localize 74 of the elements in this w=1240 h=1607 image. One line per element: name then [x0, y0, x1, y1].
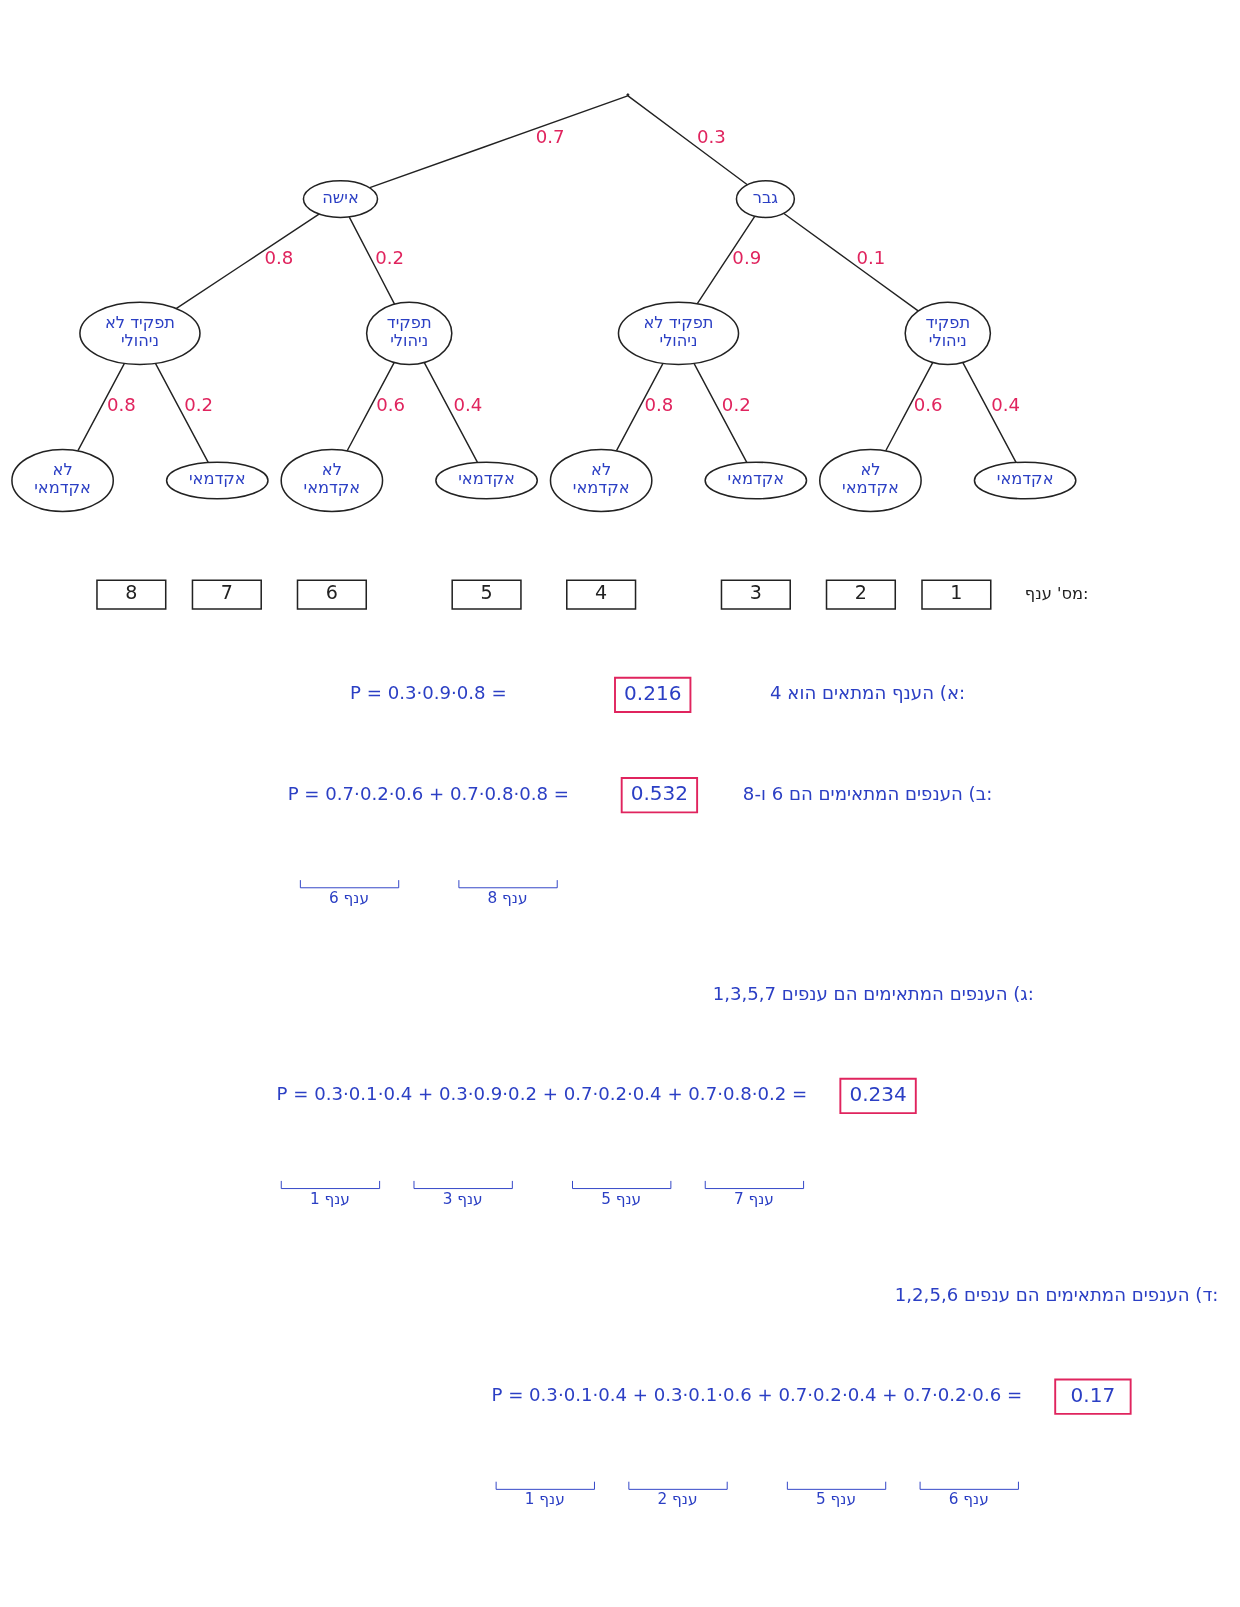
label: ענף 1 — [309, 1189, 350, 1208]
label: ענף 8 — [487, 888, 528, 907]
label: מס' ענף: — [1024, 583, 1089, 603]
label: ב) הענפים המתאימים הם 6 ו-8: — [742, 782, 993, 804]
edge-label: 0.7 — [535, 125, 565, 147]
edge-label: 0.2 — [375, 246, 405, 268]
connector — [696, 215, 756, 304]
node-box: 5 — [451, 579, 522, 610]
edge-label: 0.2 — [184, 393, 214, 415]
connector — [962, 361, 1017, 463]
connector — [346, 361, 395, 451]
edge-label: 0.9 — [732, 246, 762, 268]
label: P = 0.3·0.1·0.4 + 0.3·0.9·0.2 + 0.7·0.2·0.4 + 0.7·0.8·0.2 = — [276, 1082, 808, 1104]
node-ellipse: תפקיד ניהולי — [904, 301, 992, 365]
edge-label: 0.1 — [856, 246, 886, 268]
label: ענף 2 — [657, 1489, 698, 1508]
edge-label: 0.8 — [106, 393, 136, 415]
connector — [77, 362, 125, 451]
node-box: 0.532 — [620, 776, 699, 813]
node-box: 6 — [296, 579, 367, 610]
label: ענף 3 — [442, 1189, 483, 1208]
node-ellipse: אישה — [302, 179, 379, 218]
label: P = 0.3·0.9·0.8 = — [350, 681, 507, 703]
connector — [615, 362, 664, 451]
node-ellipse: אקדמאי — [973, 460, 1077, 500]
edge-label: 0.4 — [453, 393, 483, 415]
node-ellipse: תפקיד ניהולי — [365, 301, 453, 365]
node-ellipse: תפקיד לא ניהולי — [617, 301, 740, 365]
label: P = 0.3·0.1·0.4 + 0.3·0.1·0.6 + 0.7·0.2·0.4 + 0.7·0.2·0.6 = — [491, 1383, 1023, 1405]
connector — [154, 362, 209, 463]
node-point — [626, 92, 630, 96]
connector — [348, 215, 396, 305]
node-ellipse: לא אקדמאי — [280, 448, 384, 512]
node-ellipse: גבר — [735, 179, 796, 218]
node-ellipse: לא אקדמאי — [549, 448, 653, 512]
connector — [693, 362, 748, 463]
node-box: 1 — [921, 579, 992, 610]
label: א) הענף המתאים הוא 4: — [770, 681, 966, 703]
node-ellipse: אקדמאי — [704, 460, 808, 500]
node-ellipse: אקדמאי — [435, 460, 538, 500]
edge-label: 0.3 — [697, 125, 726, 147]
label: ענף 6 — [948, 1489, 989, 1508]
node-ellipse: תפקיד לא ניהולי — [79, 301, 201, 365]
node-ellipse: לא אקדמאי — [819, 448, 922, 512]
label: ענף 1 — [524, 1489, 565, 1508]
label: P = 0.7·0.2·0.6 + 0.7·0.8·0.8 = — [287, 782, 569, 804]
node-box: 4 — [566, 579, 637, 610]
node-box: 0.17 — [1054, 1378, 1132, 1415]
edge-label: 0.8 — [644, 393, 674, 415]
node-box: 8 — [96, 579, 167, 610]
edge-label: 0.6 — [913, 393, 943, 415]
connector — [423, 361, 479, 463]
edge-label: 0.8 — [264, 246, 294, 268]
label: ג) הענפים המתאימים הם ענפים 1,3,5,7: — [712, 982, 1034, 1004]
node-box: 0.216 — [614, 676, 692, 713]
label: ענף 5 — [816, 1489, 857, 1508]
connector — [175, 213, 320, 309]
node-ellipse: לא אקדמאי — [11, 448, 115, 512]
connector — [885, 361, 934, 451]
label: ענף 6 — [329, 888, 370, 907]
connector — [783, 212, 919, 312]
edge-label: 0.6 — [376, 393, 406, 415]
connector — [369, 94, 629, 188]
label: ד) הענפים המתאימים הם ענפים 1,2,5,6: — [894, 1283, 1219, 1305]
connector — [627, 94, 749, 185]
node-box: 0.234 — [839, 1077, 917, 1114]
node-ellipse: אקדמאי — [165, 460, 269, 500]
node-box: 7 — [191, 579, 262, 610]
node-box: 2 — [825, 579, 897, 610]
label: ענף 7 — [733, 1189, 774, 1208]
label: ענף 5 — [601, 1189, 642, 1208]
edge-label: 0.2 — [721, 393, 751, 415]
edge-label: 0.4 — [991, 393, 1020, 415]
node-box: 3 — [720, 579, 791, 610]
